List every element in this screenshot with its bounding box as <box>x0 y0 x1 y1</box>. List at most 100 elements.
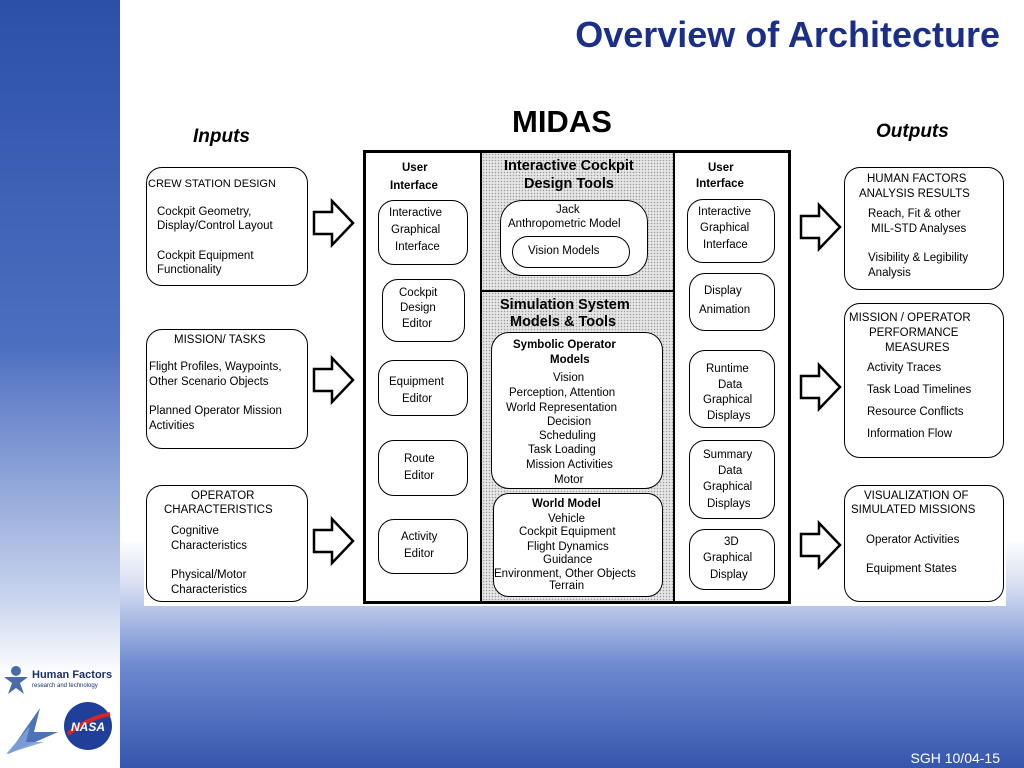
left-ui-item-line: Graphical <box>391 224 441 236</box>
right-ui-item-line: Display <box>710 569 748 581</box>
output-arrow-icon <box>799 362 842 412</box>
left-ui-item-line: Cockpit <box>399 287 438 299</box>
operator-model-item: Task Loading <box>528 444 596 456</box>
right-ui-item-line: Graphical <box>700 222 750 234</box>
input-mission-tasks-line: Other Scenario Objects <box>149 376 269 388</box>
world-model-item: Cockpit Equipment <box>519 526 616 538</box>
input-crew-station-line: Functionality <box>157 264 222 276</box>
vision-models-label: Vision Models <box>528 245 600 257</box>
operator-model-item: World Representation <box>506 402 618 414</box>
input-operator-title: OPERATOR <box>191 490 255 502</box>
input-operator-line: Characteristics <box>171 540 248 552</box>
left-ui-item-box <box>378 440 468 496</box>
right-ui-item-line: Display <box>704 285 742 297</box>
output-human-factors-title: HUMAN FACTORS <box>867 173 967 185</box>
output-mission-performance-line: Information Flow <box>867 428 953 440</box>
output-human-factors-line: MIL-STD Analyses <box>871 223 967 235</box>
design-tools-header: Interactive Cockpit <box>504 158 634 174</box>
human-factors-logo-sub: research and technology <box>32 683 98 689</box>
operator-model-item: Scheduling <box>539 430 596 442</box>
slide-footer: SGH 10/04-15 <box>910 750 1001 766</box>
operator-models-title: Models <box>550 354 590 366</box>
right-ui-item-box <box>689 529 775 590</box>
nasa-ames-logo: NASA Ames Research Center <box>4 700 120 768</box>
right-ui-item-line: 3D <box>724 536 739 548</box>
operator-model-item: Motor <box>554 474 584 486</box>
divider-left <box>480 152 482 602</box>
operator-model-item: Mission Activities <box>526 459 613 471</box>
world-model-item: Vehicle <box>548 513 586 525</box>
right-ui-item-line: Displays <box>707 498 751 510</box>
nasa-meatball-icon: NASA <box>64 702 112 750</box>
operator-models-box <box>491 332 663 489</box>
output-visualization-title: SIMULATED MISSIONS <box>851 504 976 516</box>
output-visualization-box <box>844 485 1004 602</box>
left-ui-item-line: Editor <box>404 548 435 560</box>
output-human-factors-box <box>844 167 1004 290</box>
input-arrow-icon <box>312 516 355 566</box>
right-ui-item-box <box>687 199 775 263</box>
output-mission-performance-title: MEASURES <box>885 342 950 354</box>
left-ui-item-box <box>378 519 468 574</box>
center-divider <box>482 290 673 292</box>
right-ui-item-box <box>689 440 775 519</box>
human-factors-logo: Human Factors research and technology <box>2 665 120 697</box>
left-ui-header: Interface <box>390 180 438 192</box>
output-mission-performance-line: Activity Traces <box>867 362 942 374</box>
output-mission-performance-title: PERFORMANCE <box>869 327 959 339</box>
input-arrow-icon <box>312 198 355 248</box>
left-ui-item-box <box>382 279 465 342</box>
sidebar-gradient <box>0 0 120 768</box>
right-ui-item-line: Graphical <box>703 394 753 406</box>
left-ui-item-line: Activity <box>401 531 438 543</box>
right-ui-item-line: Runtime <box>706 363 749 375</box>
left-ui-item-line: Route <box>404 453 435 465</box>
human-factors-logo-name: Human Factors <box>32 669 113 681</box>
design-tools-header: Design Tools <box>524 176 614 192</box>
right-ui-item-line: Summary <box>703 449 753 461</box>
input-operator-line: Characteristics <box>171 584 248 596</box>
right-ui-header: Interface <box>696 178 744 190</box>
input-crew-station-line: Cockpit Equipment <box>157 250 254 262</box>
midas-architecture-diagram: MIDAS Inputs Outputs CREW STATION DESIGN… <box>144 103 1006 606</box>
output-visualization-line: Equipment States <box>866 563 957 575</box>
output-arrow-icon <box>799 202 842 252</box>
left-ui-item-line: Editor <box>404 470 435 482</box>
output-visualization-title: VISUALIZATION OF <box>864 490 969 502</box>
output-mission-performance-box <box>844 303 1004 458</box>
left-ui-item-line: Editor <box>402 318 433 330</box>
output-mission-performance-title: MISSION / OPERATOR <box>849 312 971 324</box>
world-model-box <box>493 493 663 597</box>
input-mission-tasks-line: Activities <box>149 420 195 432</box>
world-model-title: World Model <box>532 498 601 510</box>
outputs-heading: Outputs <box>876 121 949 142</box>
input-crew-station-title: CREW STATION DESIGN <box>148 178 276 190</box>
operator-model-item: Vision <box>553 372 585 384</box>
left-ui-item-line: Editor <box>402 393 433 405</box>
nasa-emblem-text: NASA <box>71 720 105 734</box>
output-mission-performance-line: Resource Conflicts <box>867 406 964 418</box>
input-operator-line: Cognitive <box>171 525 219 537</box>
operator-model-item: Decision <box>547 416 592 428</box>
left-ui-item-box <box>378 360 468 416</box>
right-ui-header: User <box>708 162 734 174</box>
input-operator-line: Physical/Motor <box>171 569 247 581</box>
output-human-factors-title: ANALYSIS RESULTS <box>859 188 970 200</box>
right-ui-item-line: Displays <box>707 410 751 422</box>
jack-line: Anthropometric Model <box>508 218 621 230</box>
vision-models-box <box>512 236 630 268</box>
input-crew-station-line: Display/Control Layout <box>157 220 273 232</box>
right-ui-item-line: Data <box>718 379 743 391</box>
input-crew-station-line: Cockpit Geometry, <box>157 206 252 218</box>
input-mission-tasks-title: MISSION/ TASKS <box>174 334 266 346</box>
left-ui-header: User <box>402 162 428 174</box>
operator-model-item: Perception, Attention <box>509 387 616 399</box>
right-ui-item-line: Graphical <box>703 481 753 493</box>
operator-models-title: Symbolic Operator <box>513 339 616 351</box>
output-human-factors-line: Visibility & Legibility <box>868 252 969 264</box>
output-arrow-icon <box>799 520 842 570</box>
slide-title: Overview of Architecture <box>575 14 1000 55</box>
left-ui-item-box <box>378 200 468 265</box>
input-operator-title: CHARACTERISTICS <box>164 504 273 516</box>
input-mission-tasks-line: Planned Operator Mission <box>149 405 282 417</box>
